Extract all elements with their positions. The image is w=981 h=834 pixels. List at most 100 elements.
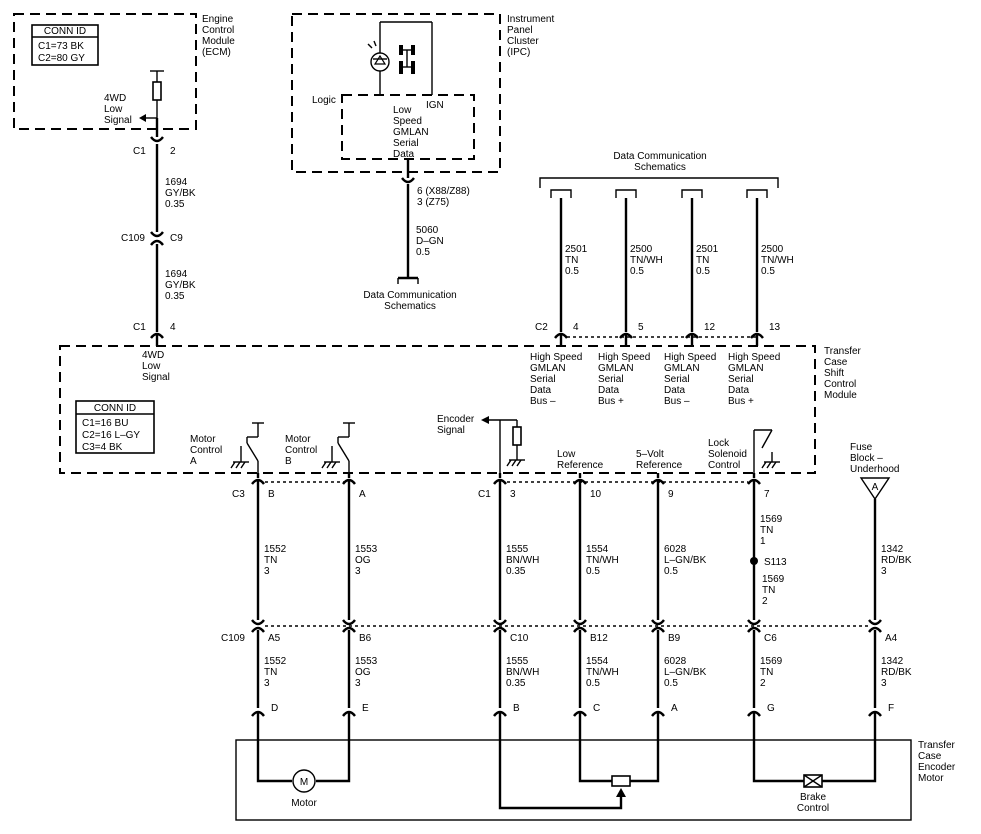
svg-text:3: 3 <box>355 566 361 577</box>
svg-text:1555: 1555 <box>506 544 529 555</box>
tcscm-module-label: Transfer Case Shift Control Module <box>824 346 862 401</box>
svg-text:Data: Data <box>598 385 620 396</box>
svg-text:5: 5 <box>638 322 644 333</box>
svg-text:Solenoid: Solenoid <box>708 449 747 460</box>
svg-text:Motor: Motor <box>190 434 216 445</box>
svg-text:Transfer: Transfer <box>824 346 862 357</box>
ecm-module-label: Engine Control Module (ECM) <box>202 14 235 58</box>
ipc-indicator-lamp <box>367 40 390 95</box>
svg-text:2501: 2501 <box>696 244 719 255</box>
svg-text:3: 3 <box>264 678 270 689</box>
svg-text:Serial: Serial <box>530 374 556 385</box>
ipc-module-outline <box>291 13 501 173</box>
svg-text:6 (X88/Z88): 6 (X88/Z88) <box>417 186 470 197</box>
svg-text:6028: 6028 <box>664 656 687 667</box>
c2-gmlan-wires: 2501TN0.542500TN/WH0.552501TN0.5122500TN… <box>554 198 794 346</box>
svg-text:2: 2 <box>762 596 768 607</box>
svg-text:B9: B9 <box>668 633 681 644</box>
svg-text:1342: 1342 <box>881 656 904 667</box>
svg-text:0.5: 0.5 <box>696 266 710 277</box>
gmlan-bus-label: High Speed <box>598 352 650 363</box>
svg-text:Data: Data <box>393 149 415 160</box>
ipc-logic-label: Logic <box>312 95 336 106</box>
svg-text:Control: Control <box>708 460 740 471</box>
encoder-potentiometer <box>498 722 660 810</box>
svg-text:F: F <box>888 703 894 714</box>
svg-text:1694: 1694 <box>165 177 188 188</box>
svg-text:Panel: Panel <box>507 25 533 36</box>
gmlan-bus-label: High Speed <box>728 352 780 363</box>
svg-text:(IPC): (IPC) <box>507 47 530 58</box>
svg-text:Low: Low <box>557 449 576 460</box>
svg-text:3: 3 <box>510 489 516 500</box>
ipc-module-label: Instrument Panel Cluster (IPC) <box>507 14 554 58</box>
svg-text:Lock: Lock <box>708 438 730 449</box>
ipc-wire: 6 (X88/Z88) 3 (Z75) 5060 D–GN 0.5 Data C… <box>363 159 470 312</box>
svg-text:Data Communication: Data Communication <box>363 290 456 301</box>
svg-text:Schematics: Schematics <box>634 162 686 173</box>
svg-text:TN: TN <box>264 667 277 678</box>
svg-text:0.5: 0.5 <box>761 266 775 277</box>
svg-text:OG: OG <box>355 555 371 566</box>
svg-text:Motor: Motor <box>291 798 317 809</box>
svg-text:1342: 1342 <box>881 544 904 555</box>
svg-text:BN/WH: BN/WH <box>506 667 539 678</box>
svg-text:9: 9 <box>668 489 674 500</box>
svg-text:IGN: IGN <box>426 100 444 111</box>
svg-text:0.35: 0.35 <box>506 678 526 689</box>
c1-connector-label: C1 <box>478 489 491 500</box>
svg-text:1694: 1694 <box>165 269 188 280</box>
svg-text:Shift: Shift <box>824 368 844 379</box>
lock-solenoid-control-switch: Lock Solenoid Control <box>708 429 780 473</box>
svg-text:TN: TN <box>264 555 277 566</box>
svg-text:Control: Control <box>190 445 222 456</box>
motor-symbol: M Motor <box>256 722 351 809</box>
svg-text:1: 1 <box>760 536 766 547</box>
svg-text:CONN ID: CONN ID <box>44 26 86 37</box>
svg-text:Reference: Reference <box>636 460 683 471</box>
svg-text:3: 3 <box>264 566 270 577</box>
svg-text:TN/WH: TN/WH <box>761 255 794 266</box>
svg-text:A4: A4 <box>885 633 898 644</box>
svg-text:0.35: 0.35 <box>165 199 185 210</box>
c2-connector-label: C2 <box>535 322 548 333</box>
svg-text:Control: Control <box>797 803 829 814</box>
svg-text:C9: C9 <box>170 233 183 244</box>
svg-text:M: M <box>300 777 308 788</box>
svg-text:Control: Control <box>824 379 856 390</box>
svg-text:1569: 1569 <box>760 514 783 525</box>
c109-connector-label: C109 <box>221 633 245 644</box>
svg-text:RD/BK: RD/BK <box>881 555 912 566</box>
svg-text:2501: 2501 <box>565 244 588 255</box>
svg-text:A: A <box>190 456 197 467</box>
svg-text:A5: A5 <box>268 633 281 644</box>
svg-text:1552: 1552 <box>264 544 287 555</box>
svg-text:A: A <box>872 482 879 493</box>
svg-text:Control: Control <box>285 445 317 456</box>
svg-text:5–Volt: 5–Volt <box>636 449 664 460</box>
low-reference-label: Low Reference <box>557 449 604 471</box>
svg-text:3: 3 <box>881 678 887 689</box>
svg-text:Bus +: Bus + <box>728 396 754 407</box>
svg-text:0.5: 0.5 <box>664 566 678 577</box>
svg-text:C10: C10 <box>510 633 529 644</box>
svg-text:2: 2 <box>760 678 766 689</box>
svg-text:C2=16 L–GY: C2=16 L–GY <box>82 430 140 441</box>
svg-text:TN: TN <box>760 525 773 536</box>
svg-text:G: G <box>767 703 775 714</box>
svg-text:C1: C1 <box>133 322 146 333</box>
svg-text:Bus –: Bus – <box>664 396 690 407</box>
gmlan-bus-label: High Speed <box>664 352 716 363</box>
svg-text:Block –: Block – <box>850 453 883 464</box>
ecm-module-outline <box>13 13 197 130</box>
svg-text:0.5: 0.5 <box>664 678 678 689</box>
svg-text:2: 2 <box>170 146 176 157</box>
svg-text:TN/WH: TN/WH <box>586 555 619 566</box>
c3-connector-label: C3 <box>232 489 245 500</box>
svg-text:B: B <box>268 489 275 500</box>
